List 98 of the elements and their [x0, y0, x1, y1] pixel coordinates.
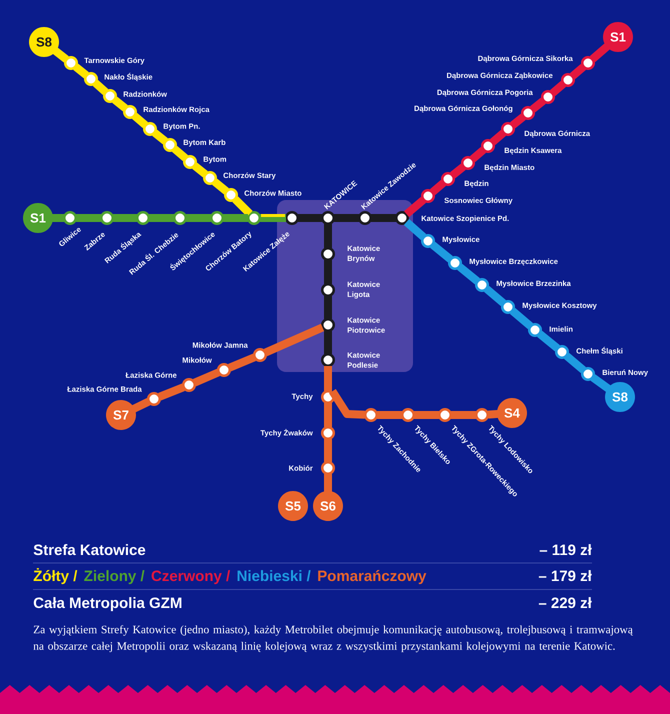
line-badge: S1 — [603, 22, 633, 52]
station-dot — [100, 211, 114, 225]
line-badge: S1 — [23, 203, 53, 233]
line-segment — [488, 410, 498, 419]
line-segment — [490, 130, 506, 146]
line-segment — [152, 130, 168, 144]
line-segment — [414, 411, 439, 419]
line-segment — [324, 366, 332, 391]
station-dot — [210, 211, 224, 225]
line-badge: S8 — [29, 27, 59, 57]
line-segment — [192, 162, 208, 178]
line-segment — [334, 214, 359, 222]
line-segment — [112, 96, 128, 112]
station-dot — [147, 392, 161, 406]
line-segment — [451, 411, 476, 419]
line-segment — [76, 214, 101, 222]
line-segment — [149, 214, 174, 222]
line-color-name: Niebieski / — [238, 570, 311, 582]
line-segment — [324, 296, 332, 319]
line-segment — [324, 474, 332, 492]
line-segment — [261, 214, 285, 217]
line-badge: S5 — [278, 491, 308, 521]
line-badge: S4 — [497, 398, 527, 428]
station-dot — [438, 408, 452, 422]
line-segment — [52, 48, 69, 62]
line-segment — [510, 114, 526, 128]
price: – 119 zł — [540, 544, 592, 556]
line-segment — [232, 196, 253, 217]
station-dot — [321, 211, 335, 225]
line-segment — [590, 43, 610, 62]
station-dot — [321, 426, 335, 440]
line-segment — [223, 214, 248, 222]
line-segment — [510, 308, 534, 330]
line-segment — [192, 368, 220, 386]
line-segment — [470, 146, 486, 162]
line-segment — [324, 260, 332, 284]
line-segment — [212, 178, 229, 194]
line-segment — [530, 98, 546, 112]
line-segment — [113, 214, 137, 222]
station-dot — [321, 461, 335, 475]
line-badge: S7 — [106, 400, 136, 430]
line-color-name: Pomarańczowy — [318, 570, 426, 584]
station-dot — [321, 353, 335, 367]
line-segment — [450, 164, 466, 178]
line-segment — [52, 214, 64, 222]
line-segment — [484, 286, 506, 306]
station-dot — [475, 408, 489, 422]
station-dot — [358, 211, 372, 225]
line-segment — [570, 64, 586, 80]
line-segment — [260, 214, 286, 222]
station-dot — [364, 408, 378, 422]
line-segment — [132, 398, 150, 412]
station-dot — [253, 348, 267, 362]
line-segment — [324, 331, 332, 354]
line-color-name: Żółty / — [34, 568, 78, 584]
line-segment — [404, 218, 426, 240]
line-segment — [132, 112, 148, 128]
line-segment — [457, 264, 480, 284]
line-segment — [430, 180, 446, 196]
line-segment — [264, 324, 324, 356]
line-segment — [371, 214, 396, 222]
station-dot — [217, 363, 231, 377]
line-segment — [537, 330, 560, 352]
line-segment — [404, 196, 426, 218]
line-segment — [324, 224, 332, 248]
line-segment — [377, 411, 402, 419]
station-dot — [182, 378, 196, 392]
station-dot — [285, 211, 299, 225]
line-segment — [158, 384, 185, 400]
line-segment — [324, 403, 332, 427]
station-dot — [321, 283, 335, 297]
line-segment — [298, 214, 322, 222]
line-color-name: Zielony / — [84, 570, 144, 584]
line-segment — [550, 80, 566, 96]
line-segment — [228, 354, 256, 372]
station-dot — [321, 247, 335, 261]
line-segment — [186, 214, 211, 222]
line-badge: S8 — [605, 382, 635, 412]
station-dot — [401, 408, 415, 422]
zone-name: Strefa Katowice — [34, 544, 146, 556]
line-segment — [430, 242, 453, 262]
station-dot — [173, 211, 187, 225]
line-segment — [73, 64, 89, 78]
station-dot — [321, 318, 335, 332]
station-dot — [136, 211, 150, 225]
footnote: Za wyjątkiem Strefy Katowice (jedno miasto), każdy Metrobilet obejmuje komunikację autobusową, trolejbusową i tramwajową na obszarze całej Metropolii oraz wskazaną linię kolejową wraz z wszystkimi przystankami kolejowymi na terenie Katowic. — [33, 625, 633, 652]
station-dot — [63, 211, 77, 225]
price: – 179 zł — [538, 570, 592, 582]
line-badge: S6 — [313, 491, 343, 521]
line-segment — [329, 389, 366, 419]
line-segment — [172, 146, 188, 162]
line-color-name: Czerwony / — [152, 570, 230, 584]
line-segment — [590, 374, 611, 392]
zone-name: Cała Metropolia GZM — [34, 597, 182, 612]
line-segment — [564, 352, 586, 374]
line-segment — [324, 439, 332, 462]
price: – 229 zł — [538, 597, 592, 608]
line-segment — [92, 80, 108, 95]
